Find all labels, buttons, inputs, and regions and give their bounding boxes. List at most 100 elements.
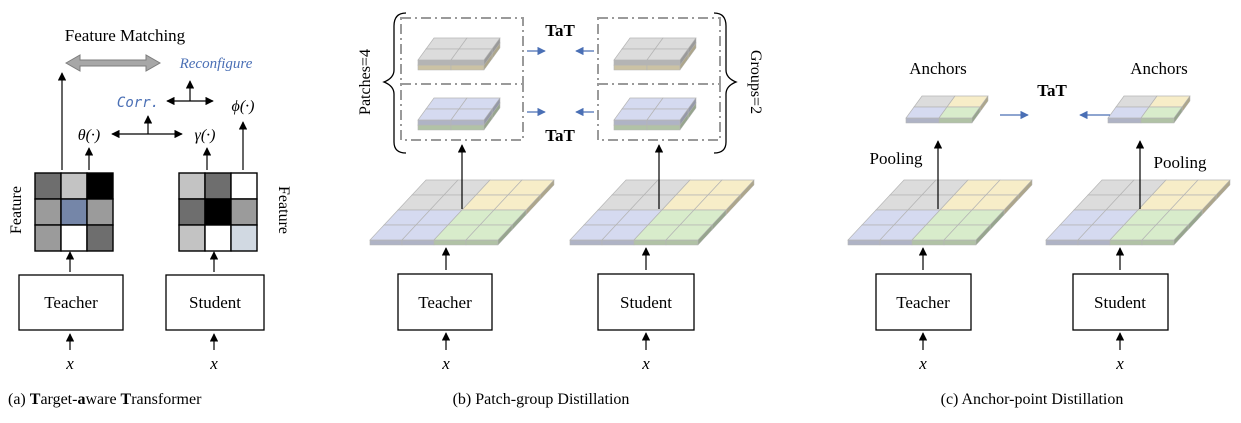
- patch-group-tiles: [417, 37, 697, 131]
- patch-tile-edge: [417, 64, 452, 71]
- patch-tile-edge: [417, 119, 452, 126]
- patch-tile-side: [1173, 106, 1183, 124]
- feature-tile-edge: [847, 239, 881, 246]
- feature-tile-edge: [601, 239, 635, 246]
- teacher-label: Teacher: [44, 293, 98, 312]
- feature-tile-edge: [369, 239, 403, 246]
- student-grid-cell: [204, 172, 232, 200]
- patch-tile-edge: [450, 64, 485, 71]
- feature-map-tiles-b: [369, 179, 755, 246]
- student-grid-cell: [230, 224, 258, 252]
- patch-tile-edge: [450, 119, 485, 126]
- feature-label-right: Feature: [275, 186, 292, 234]
- panel-a: Feature Matching Reconfigure Corr.: [8, 26, 292, 408]
- teacher-label-c: Teacher: [896, 293, 950, 312]
- feature-tile-edge: [1077, 239, 1111, 246]
- patch-tile-edge: [646, 59, 681, 66]
- patch-tile-edge: [646, 124, 681, 131]
- gamma-label: γ(·): [195, 127, 216, 144]
- x-input-teacher-b: x: [441, 354, 450, 373]
- tat-label-b-top: TaT: [545, 21, 575, 40]
- phi-label: ϕ(·): [232, 98, 255, 115]
- feature-tile-edge: [569, 239, 603, 246]
- student-label-b: Student: [620, 293, 672, 312]
- x-input-student-c: x: [1115, 354, 1124, 373]
- group-outlines: [400, 17, 721, 141]
- anchors-label-left: Anchors: [909, 59, 967, 78]
- feature-map-tiles-c: [847, 179, 1231, 246]
- patches-label: Patches=4: [357, 49, 374, 115]
- feature-tile-edge: [1045, 239, 1079, 246]
- student-feature-grid: [178, 172, 258, 252]
- tat-arrows-b: [527, 46, 594, 117]
- feature-tile-edge: [465, 239, 499, 246]
- teacher-box-c: [875, 273, 972, 331]
- student-box: [165, 274, 265, 331]
- teacher-grid-cell: [86, 198, 114, 226]
- student-box-b: [597, 273, 695, 331]
- feature-tile-edge: [879, 239, 913, 246]
- x-input-student-b: x: [641, 354, 650, 373]
- feature-tile-edge: [633, 239, 667, 246]
- left-brace: [382, 12, 407, 154]
- theta-label: θ(·): [78, 127, 101, 144]
- patch-tile-edge: [646, 119, 681, 126]
- patch-tile-side: [679, 108, 689, 126]
- panel-a-arrows: [57, 72, 248, 350]
- feature-tile-side: [1173, 224, 1189, 246]
- x-input-student: x: [209, 354, 218, 373]
- feature-tile-edge: [665, 239, 699, 246]
- feature-tile-edge: [943, 239, 977, 246]
- feature-tile-side: [975, 224, 991, 246]
- tat-label-c: TaT: [1037, 81, 1067, 100]
- patch-tile-edge: [417, 59, 452, 66]
- feature-matching-title: Feature Matching: [65, 26, 186, 45]
- patch-tile-edge: [905, 117, 940, 124]
- patch-tile-side: [679, 48, 689, 66]
- feature-tile-edge: [911, 239, 945, 246]
- panel-c-arrows: [918, 140, 1145, 350]
- panel-b-arrows: [441, 144, 664, 350]
- patch-tile-edge: [646, 64, 681, 71]
- teacher-grid-cell: [34, 172, 62, 200]
- teacher-box: [18, 274, 124, 331]
- teacher-grid-cell: [60, 224, 88, 252]
- student-grid-cell: [230, 172, 258, 200]
- patch-tile-edge: [613, 64, 648, 71]
- x-input-teacher: x: [65, 354, 74, 373]
- feature-tile-edge: [433, 239, 467, 246]
- patch-tile-side: [483, 108, 493, 126]
- student-label-c: Student: [1094, 293, 1146, 312]
- student-label: Student: [189, 293, 241, 312]
- patch-tile-edge: [613, 124, 648, 131]
- caption-c: (c) Anchor-point Distillation: [941, 391, 1124, 408]
- panel-c: Anchors Anchors TaT Pooling Pooling Teac…: [847, 59, 1231, 408]
- student-grid-cell: [178, 224, 206, 252]
- panel-b: Patches=4 Groups=2 TaT TaT Teac: [357, 12, 764, 408]
- feature-matching-double-arrow: [64, 54, 162, 72]
- patch-tile-edge: [938, 117, 973, 124]
- student-grid-cell: [178, 198, 206, 226]
- anchor-tiles: [905, 95, 1191, 124]
- patch-tile-edge: [417, 124, 452, 131]
- student-grid-cell: [230, 198, 258, 226]
- patch-tile-edge: [1140, 117, 1175, 124]
- teacher-grid-cell: [34, 198, 62, 226]
- feature-label-left: Feature: [8, 186, 25, 234]
- caption-b: (b) Patch-group Distillation: [453, 391, 630, 408]
- pooling-label-left: Pooling: [870, 149, 923, 168]
- teacher-grid-cell: [86, 224, 114, 252]
- tat-label-b-bottom: TaT: [545, 126, 575, 145]
- patch-tile-edge: [450, 124, 485, 131]
- x-input-teacher-c: x: [918, 354, 927, 373]
- patch-tile-side: [971, 106, 981, 124]
- patch-tile-edge: [613, 59, 648, 66]
- reconfigure-label: Reconfigure: [179, 56, 253, 72]
- pooling-label-right: Pooling: [1154, 153, 1207, 172]
- corr-label: Corr.: [117, 95, 159, 111]
- right-brace: [713, 12, 738, 154]
- teacher-grid-cell: [34, 224, 62, 252]
- feature-tile-side: [497, 224, 513, 246]
- student-grid-cell: [178, 172, 206, 200]
